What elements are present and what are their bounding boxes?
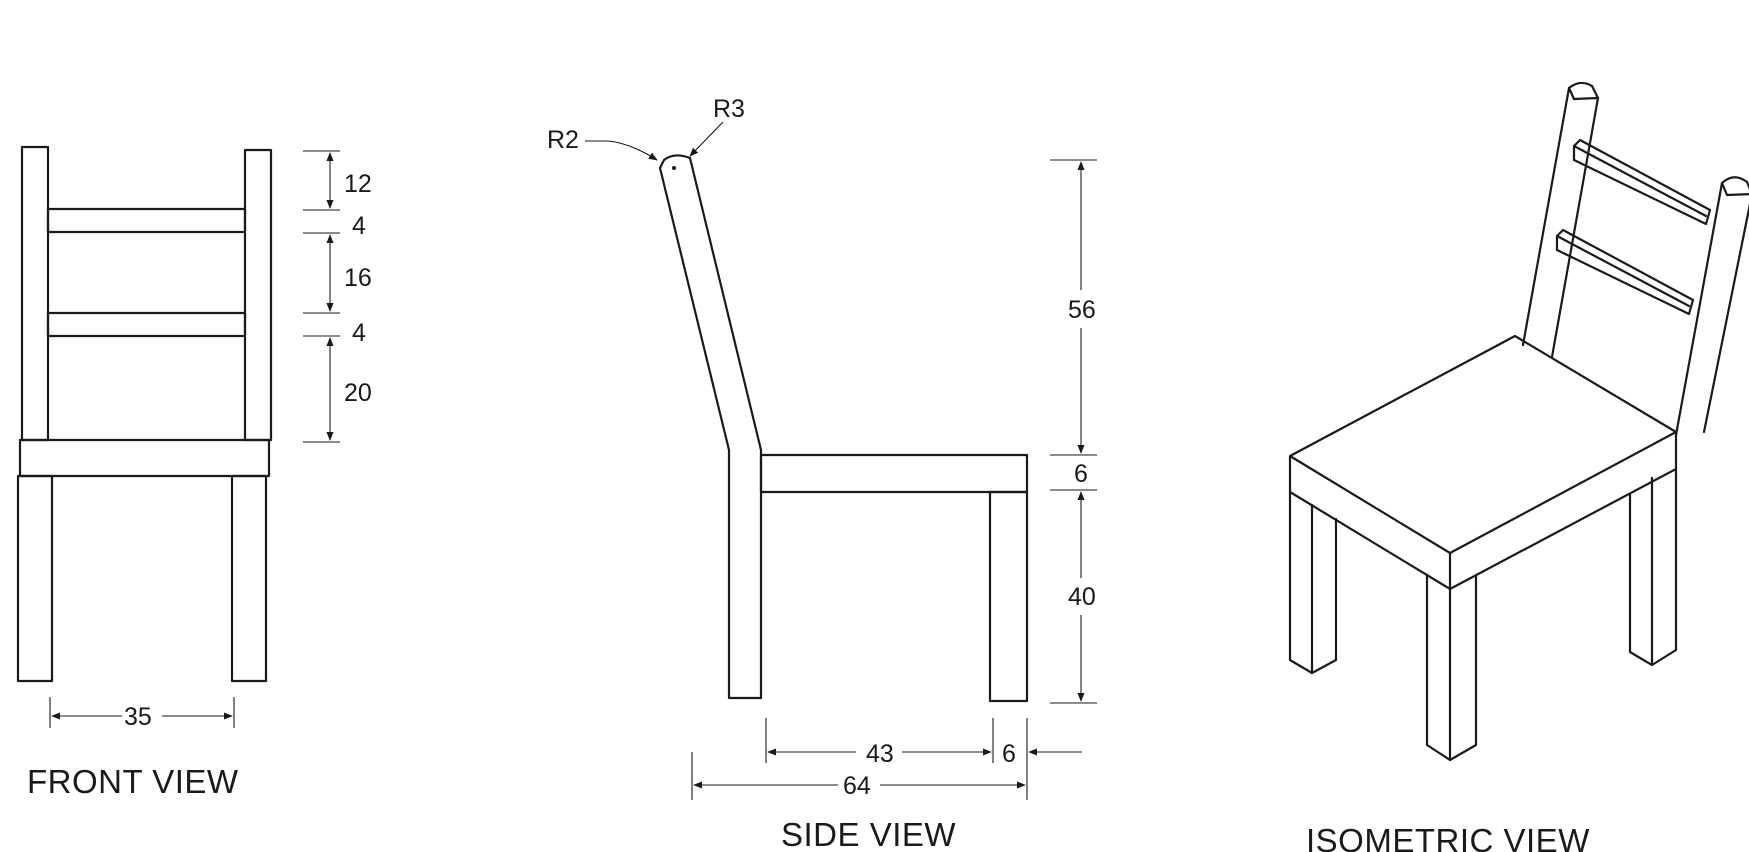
front-horizontal-dimension: 35 <box>49 697 235 731</box>
front-view-title: FRONT VIEW <box>27 763 239 800</box>
front-vertical-dimensions: 12 4 16 4 20 <box>303 150 372 443</box>
front-view-chair <box>16 145 273 683</box>
front-view: 12 4 16 4 20 35 FRONT VIEW <box>16 145 372 800</box>
front-upper-rail <box>46 207 247 234</box>
dim-front-rail-2: 4 <box>352 319 366 347</box>
dim-front-lower-gap: 20 <box>344 379 372 407</box>
side-seat <box>759 453 1029 494</box>
dim-side-radius-front: R3 <box>713 95 745 123</box>
dim-side-leg-width: 6 <box>1002 740 1016 768</box>
dim-front-rail-1: 4 <box>352 212 366 240</box>
side-horizontal-dimensions: 43 6 64 <box>691 718 1082 800</box>
dim-side-seat-thickness: 6 <box>1074 460 1088 488</box>
isometric-chair <box>1288 81 1749 762</box>
iso-left-back-post <box>1521 81 1600 359</box>
dim-front-top-gap: 12 <box>344 170 372 198</box>
side-view-chair <box>658 154 1029 703</box>
dim-front-leg-spacing: 35 <box>124 703 152 731</box>
isometric-view: ISOMETRIC VIEW <box>1288 81 1749 852</box>
dim-front-middle-gap: 16 <box>344 264 372 292</box>
iso-seat-front-edge <box>1288 454 1452 591</box>
front-right-back-post <box>243 148 273 442</box>
front-right-leg <box>230 474 268 683</box>
side-front-leg <box>988 490 1029 703</box>
side-radius-center <box>672 166 676 170</box>
front-left-back-post <box>20 145 50 442</box>
isometric-view-title: ISOMETRIC VIEW <box>1306 822 1590 852</box>
iso-lower-rail <box>1555 228 1695 316</box>
dim-side-radius-back: R2 <box>547 126 579 154</box>
front-lower-rail <box>46 311 247 338</box>
iso-seat-side-edge <box>1448 430 1678 591</box>
side-radius-callouts: R2 R3 <box>547 95 745 161</box>
dim-side-overall-depth: 64 <box>843 772 871 800</box>
side-vertical-dimensions: 56 6 40 <box>1050 159 1097 704</box>
front-seat <box>18 438 271 478</box>
dim-side-leg-height: 40 <box>1068 583 1096 611</box>
side-backrest-rear-leg <box>658 154 763 700</box>
iso-upper-rail <box>1572 138 1712 226</box>
side-view-title: SIDE VIEW <box>781 816 956 852</box>
front-left-leg <box>16 474 54 683</box>
iso-seat-top <box>1288 334 1678 555</box>
iso-front-middle-leg <box>1425 573 1478 762</box>
dim-side-back-height: 56 <box>1068 296 1096 324</box>
side-view: R2 R3 56 6 40 43 <box>547 95 1097 852</box>
dim-side-seat-depth: 43 <box>866 740 894 768</box>
